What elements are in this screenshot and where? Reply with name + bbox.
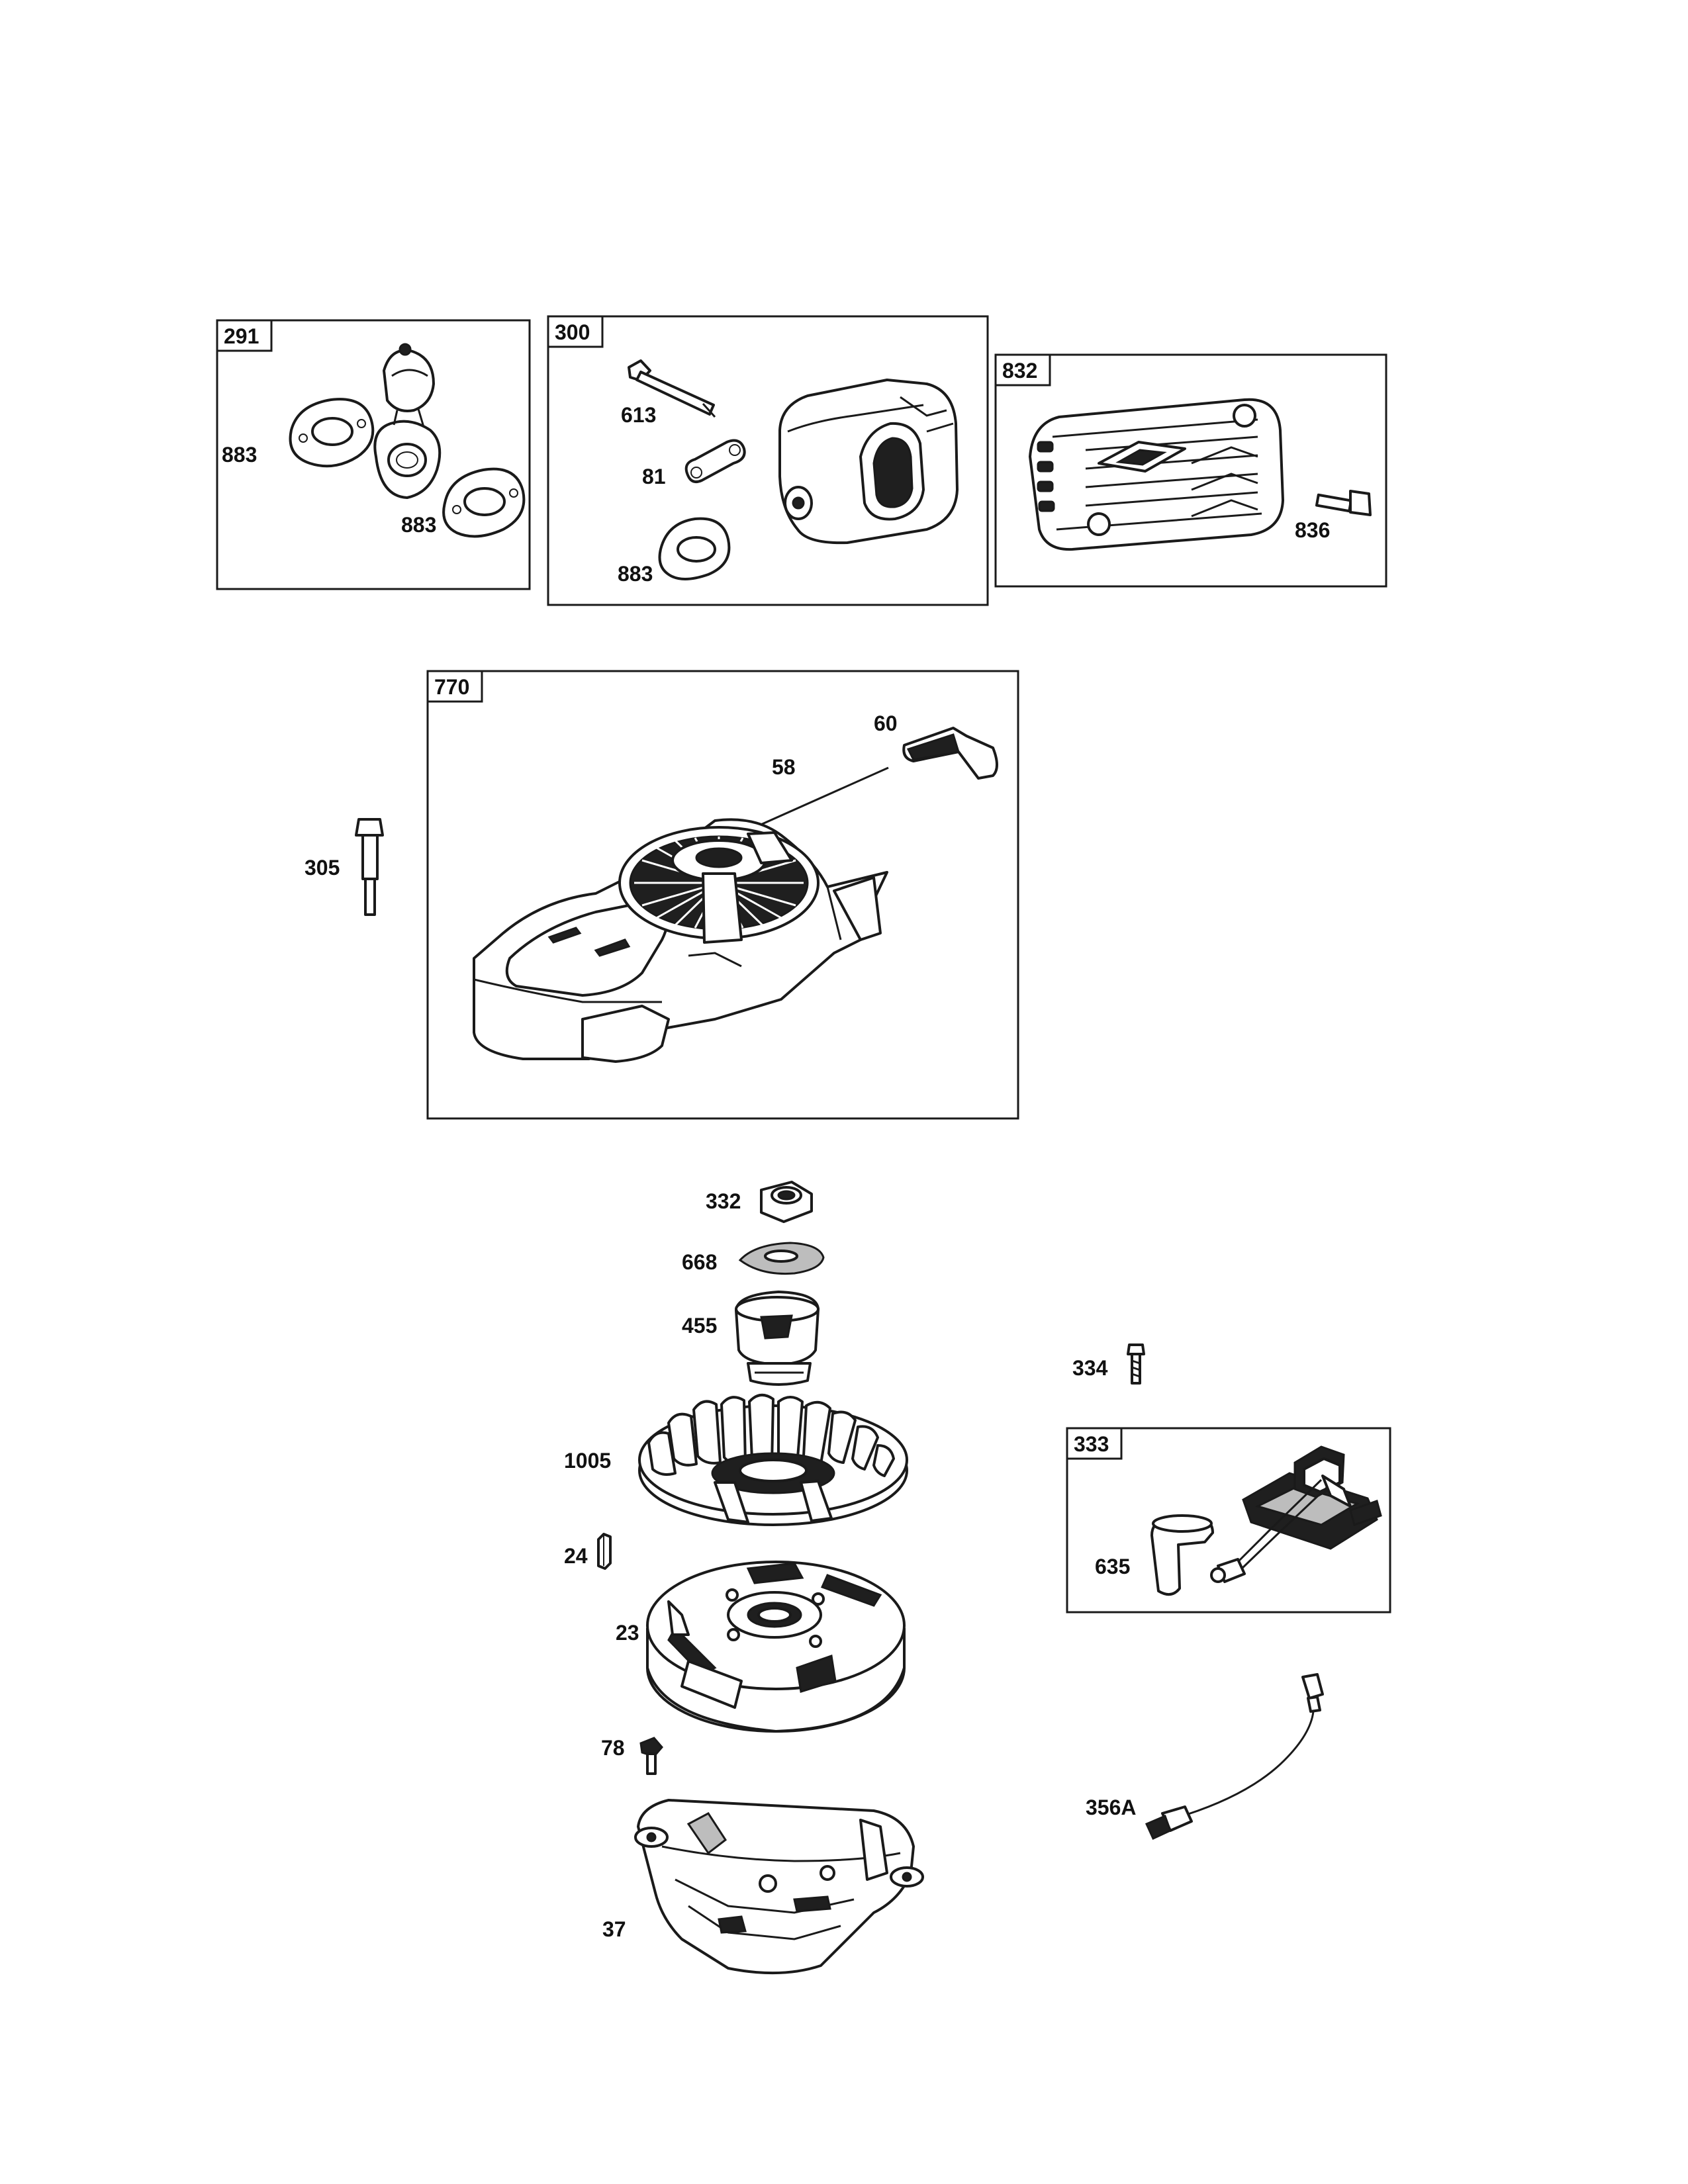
label-883-left: 883 <box>222 443 257 467</box>
label-668: 668 <box>682 1250 717 1274</box>
gasket-883-left <box>289 398 375 468</box>
box-770: 770 <box>426 670 1019 1120</box>
box-300: 300 613 81 883 <box>547 315 989 606</box>
label-356A: 356A <box>1086 1796 1137 1819</box>
flywheel-1005 <box>638 1394 908 1526</box>
muffler-guard <box>1029 398 1284 551</box>
bolt-613 <box>628 359 716 418</box>
label-883-muffler: 883 <box>618 562 653 586</box>
starter-cup-455 <box>735 1291 820 1386</box>
flywheel-fins <box>647 1394 895 1477</box>
label-635: 635 <box>1095 1555 1130 1578</box>
gasket-883-right <box>442 467 526 538</box>
label-60: 60 <box>874 711 898 735</box>
label-836: 836 <box>1295 518 1330 542</box>
label-78: 78 <box>601 1736 625 1760</box>
box-291: 291 883 883 <box>216 319 531 590</box>
lock-plate-81 <box>684 439 746 483</box>
flywheel-key-24 <box>597 1533 612 1570</box>
box-832-number: 832 <box>1002 359 1037 383</box>
gasket-883-muffler <box>658 517 731 580</box>
label-23: 23 <box>616 1621 639 1645</box>
bolt-305 <box>355 818 384 916</box>
label-613: 613 <box>621 403 656 427</box>
label-455: 455 <box>682 1314 717 1338</box>
label-1005: 1005 <box>564 1449 611 1473</box>
flywheel-plate-23 <box>646 1561 906 1733</box>
starter-handle-60 <box>902 727 998 780</box>
box-300-number: 300 <box>555 320 590 344</box>
muffler-body <box>778 379 959 545</box>
label-334: 334 <box>1072 1356 1108 1380</box>
nut-332 <box>760 1181 813 1223</box>
label-58: 58 <box>772 755 796 779</box>
label-305: 305 <box>305 856 340 880</box>
box-770-number: 770 <box>434 675 469 699</box>
box-832: 832 <box>994 353 1387 588</box>
washer-668 <box>738 1242 825 1275</box>
screw-334 <box>1127 1343 1145 1385</box>
ground-wire-356A <box>1145 1673 1324 1840</box>
label-81: 81 <box>642 465 666 488</box>
box-333-number: 333 <box>1074 1432 1109 1456</box>
blower-housing <box>473 818 888 1063</box>
screw-836 <box>1315 490 1372 516</box>
label-332: 332 <box>706 1189 741 1213</box>
guard-slots <box>1037 435 1258 518</box>
housing-37 <box>634 1799 924 1975</box>
box-291-number: 291 <box>224 324 259 348</box>
screw-78 <box>639 1737 663 1775</box>
ignition-armature <box>1210 1445 1382 1583</box>
spark-plug-boot-635 <box>1150 1514 1214 1596</box>
box-333: 333 635 <box>1066 1427 1391 1614</box>
label-37: 37 <box>602 1917 626 1941</box>
label-24: 24 <box>564 1544 588 1568</box>
spark-arrester-plate <box>373 343 442 499</box>
label-883-right: 883 <box>401 513 436 537</box>
